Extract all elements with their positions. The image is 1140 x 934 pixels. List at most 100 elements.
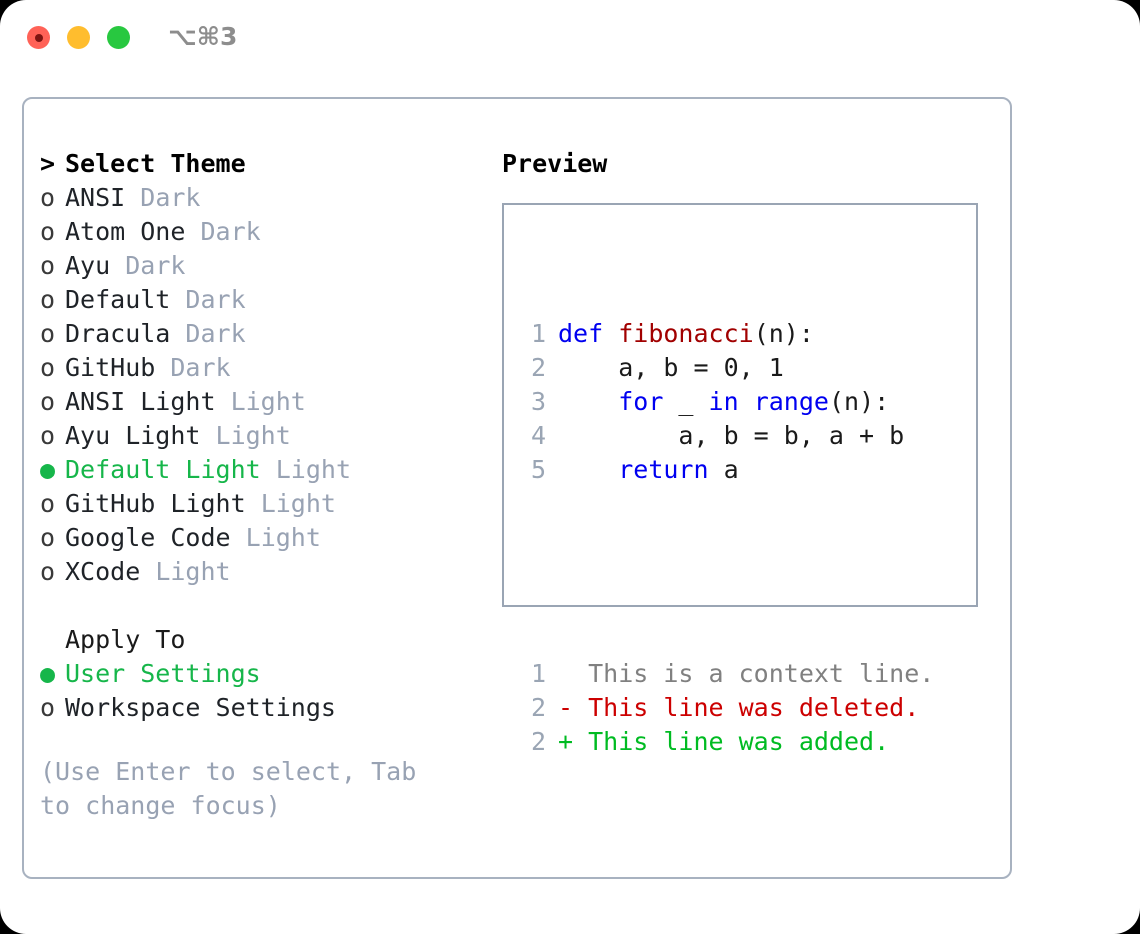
- theme-list-item[interactable]: o Default Dark: [40, 283, 500, 317]
- maximize-button[interactable]: [107, 26, 130, 49]
- radio-unselected-icon[interactable]: o: [40, 489, 56, 518]
- radio-unselected-icon[interactable]: o: [40, 183, 56, 212]
- theme-name-gap: [261, 455, 276, 484]
- hint-spacer: [40, 725, 500, 755]
- theme-name: ANSI: [65, 183, 126, 212]
- traffic-lights: [27, 26, 130, 49]
- apply-to-indent: [40, 623, 65, 657]
- code-token: in: [708, 387, 739, 416]
- code-token: def: [558, 319, 619, 348]
- code-token: (n):: [753, 319, 814, 348]
- theme-list-item[interactable]: o Dracula Dark: [40, 317, 500, 351]
- theme-name: XCode: [65, 557, 141, 586]
- theme-variant-label: Dark: [140, 183, 201, 212]
- code-diff-spacer: [520, 555, 934, 589]
- radio-unselected-icon[interactable]: o: [40, 523, 56, 552]
- apply-to-heading: Apply To: [40, 623, 500, 657]
- heading-caret-icon: >: [40, 149, 56, 178]
- theme-list-item[interactable]: o Atom One Dark: [40, 215, 500, 249]
- theme-name: Dracula: [65, 319, 171, 348]
- theme-name-gap: [246, 489, 261, 518]
- radio-selected-icon[interactable]: ●: [40, 659, 56, 688]
- line-number: 2: [530, 727, 546, 756]
- theme-name-gap: [185, 217, 200, 246]
- apply-to-item[interactable]: o Workspace Settings: [40, 691, 500, 725]
- code-line: 4 a, b = b, a + b: [520, 419, 934, 453]
- theme-name-gap: [216, 387, 231, 416]
- diff-sign: +: [558, 727, 574, 756]
- theme-name: Atom One: [65, 217, 186, 246]
- radio-unselected-icon[interactable]: o: [40, 421, 56, 450]
- theme-variant-label: Dark: [185, 319, 246, 348]
- code-token: (n):: [828, 387, 890, 416]
- select-theme-heading: > Select Theme: [40, 147, 500, 181]
- code-token: [558, 455, 618, 484]
- radio-unselected-icon[interactable]: o: [40, 217, 56, 246]
- radio-unselected-icon[interactable]: o: [40, 353, 56, 382]
- radio-unselected-icon[interactable]: o: [40, 693, 56, 722]
- diff-line: 1 This is a context line.: [520, 657, 934, 691]
- diff-text: This line was deleted.: [573, 693, 920, 722]
- title-bar: ⌥⌘3: [0, 0, 1140, 78]
- diff-sign: -: [558, 693, 574, 722]
- code-token: [739, 387, 754, 416]
- code-line: 5 return a: [520, 453, 934, 487]
- diff-lines: 1 This is a context line.2- This line wa…: [520, 657, 934, 759]
- code-token: range: [753, 387, 829, 416]
- theme-list-item[interactable]: o ANSI Light Light: [40, 385, 500, 419]
- theme-name: Google Code: [65, 523, 231, 552]
- code-token: a: [708, 455, 739, 484]
- theme-variant-label: Light: [260, 489, 336, 518]
- radio-unselected-icon[interactable]: o: [40, 285, 56, 314]
- theme-name: ANSI Light: [65, 387, 216, 416]
- theme-name-gap: [170, 319, 185, 348]
- apply-to-item[interactable]: ● User Settings: [40, 657, 500, 691]
- theme-variant-label: Dark: [200, 217, 261, 246]
- line-number: 1: [530, 319, 546, 348]
- theme-list-item[interactable]: o ANSI Dark: [40, 181, 500, 215]
- theme-name-gap: [170, 285, 185, 314]
- line-number: 1: [530, 659, 546, 688]
- apply-to-label: User Settings: [65, 659, 261, 688]
- theme-name-gap: [110, 251, 125, 280]
- diff-text: This is a context line.: [573, 659, 935, 688]
- radio-unselected-icon[interactable]: o: [40, 319, 56, 348]
- theme-name-gap: [200, 421, 215, 450]
- theme-name-gap: [140, 557, 155, 586]
- keyboard-hint: (Use Enter to select, Tab to change focu…: [40, 757, 432, 820]
- theme-variant-label: Dark: [185, 285, 246, 314]
- preview-heading: Preview: [502, 149, 608, 178]
- radio-unselected-icon[interactable]: o: [40, 557, 56, 586]
- code-token: a, b = b, a + b: [558, 421, 905, 450]
- radio-unselected-icon[interactable]: o: [40, 251, 56, 280]
- theme-name: GitHub: [65, 353, 156, 382]
- code-token: return: [618, 455, 709, 484]
- theme-name: Default: [65, 285, 171, 314]
- close-button[interactable]: [27, 26, 50, 49]
- minimize-button[interactable]: [67, 26, 90, 49]
- theme-list-item[interactable]: ●Default Light Light: [40, 453, 500, 487]
- diff-line: 2- This line was deleted.: [520, 691, 934, 725]
- theme-variant-label: Light: [230, 387, 306, 416]
- theme-variant-label: Dark: [125, 251, 186, 280]
- apply-to-label: Workspace Settings: [65, 693, 336, 722]
- select-theme-heading-label: Select Theme: [65, 149, 246, 178]
- diff-line: 2+ This line was added.: [520, 725, 934, 759]
- line-number: 2: [530, 353, 546, 382]
- radio-unselected-icon[interactable]: o: [40, 387, 56, 416]
- apply-to-list: ● User Settings o Workspace Settings: [40, 657, 500, 725]
- radio-selected-icon[interactable]: ●: [40, 455, 56, 484]
- line-number: 2: [530, 693, 546, 722]
- code-token: fibonacci: [618, 319, 754, 348]
